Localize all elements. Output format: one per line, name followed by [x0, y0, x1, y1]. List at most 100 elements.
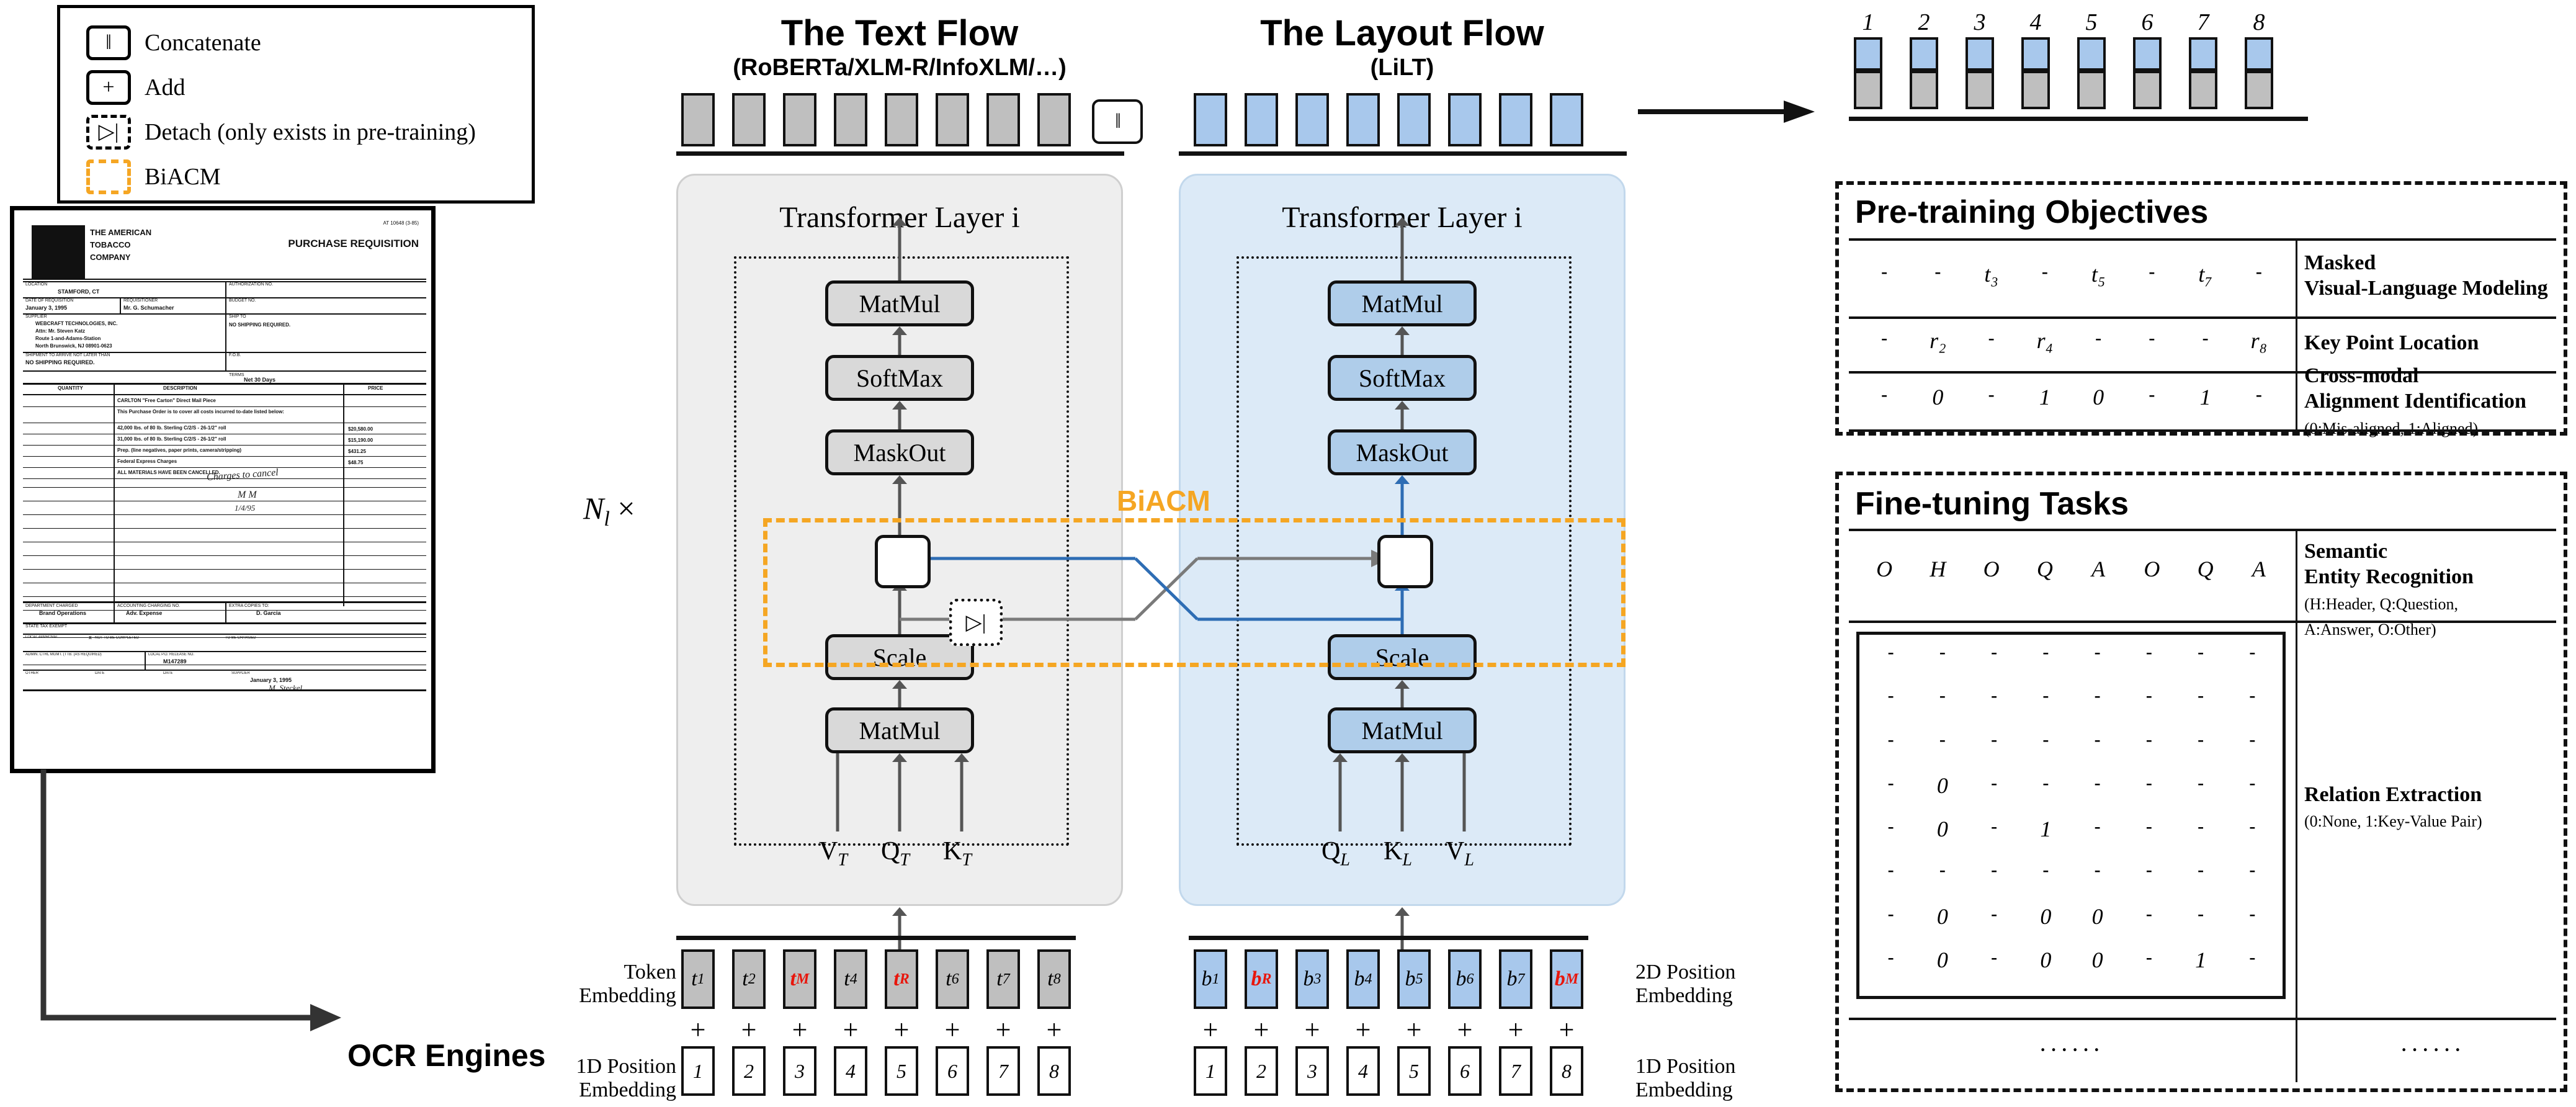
re-cell-r1-c2: - — [1939, 642, 1946, 662]
doc-text: STATE TAX EXEMPT — [25, 624, 68, 629]
doc-text: TO BE CHARGED — [225, 636, 256, 640]
pretraining-objectives-panel — [1835, 181, 2567, 436]
doc-rule — [23, 596, 426, 597]
legend-glyph-concatenate-icon: ‖ — [86, 25, 131, 60]
pretrain-cell-r2-c1: - — [1881, 328, 1888, 348]
bar-number-8: 8 — [2253, 9, 2265, 35]
re-cell-r5-c3: - — [1991, 816, 1998, 836]
bar-bottom-1 — [1854, 71, 1882, 109]
doc-text: CARLTON "Free Carton" Direct Mail Piece — [117, 398, 216, 403]
doc-text: DEPARTMENT CHARGED — [25, 604, 78, 608]
doc-rule — [23, 478, 426, 479]
re-cell-r7-c5: 0 — [2091, 903, 2103, 929]
re-cell-r3-c8: - — [2249, 728, 2256, 750]
doc-text: LOCAL P.O. RELEASE NO. — [148, 653, 195, 657]
add-node-layout — [1377, 535, 1433, 588]
bar-top-3 — [1966, 37, 1994, 71]
finetuning-tasks-panel — [1835, 472, 2567, 1092]
doc-rule — [114, 383, 115, 606]
doc-rule — [23, 370, 426, 372]
ser-cell-3: O — [1983, 557, 2000, 581]
position-cell-layout-4: 4 — [1346, 1046, 1380, 1096]
input-V-text: VT — [819, 837, 847, 870]
doc-text: January 3, 1995 — [25, 305, 68, 311]
bar-number-7: 7 — [2197, 9, 2209, 35]
bar-top-7 — [2189, 37, 2217, 71]
input-K-text: KT — [943, 837, 972, 870]
doc-text: OTHER — [25, 671, 38, 675]
pretrain-cell-r2-c3: - — [1988, 328, 1995, 348]
doc-text: QUANTITY — [58, 385, 83, 391]
doc-text: DATE — [95, 671, 105, 675]
doc-rule — [23, 622, 426, 624]
ocr-engines-label: OCR Engines — [347, 1038, 546, 1073]
add-node-text — [875, 535, 931, 588]
re-cell-r4-c4: - — [2042, 772, 2049, 793]
re-cell-r5-c4: 1 — [2040, 817, 2052, 841]
doc-text: DATE — [163, 671, 173, 675]
position-cell-layout-7: 7 — [1499, 1046, 1532, 1096]
document-sheet: THE AMERICAN TOBACCO COMPANY AT 10648 (3… — [20, 217, 426, 763]
op-maskout-layout: MaskOut — [1328, 429, 1477, 475]
re-cell-r8-c1: - — [1887, 946, 1894, 967]
pretrain-cell-r2-c6: - — [2149, 328, 2155, 348]
doc-rule — [23, 514, 426, 515]
re-cell-r7-c7: - — [2198, 903, 2204, 924]
plus-sign-layout-4: + — [1355, 1015, 1371, 1045]
re-cell-r1-c1: - — [1887, 642, 1894, 662]
re-cell-r4-c8: - — [2249, 772, 2256, 793]
output-text-token — [681, 93, 715, 146]
re-cell-r7-c4: 0 — [2040, 903, 2052, 929]
position-cell-text-6: 6 — [936, 1046, 969, 1096]
legend-item-label: Detach (only exists in pre-training) — [145, 119, 476, 145]
re-cell-r8-c3: - — [1991, 946, 1998, 967]
output-text-token — [885, 93, 918, 146]
pretraining-title: Pre-training Objectives — [1855, 194, 2209, 230]
output-layout-token — [1295, 93, 1329, 146]
re-cell-r8-c2: 0 — [1936, 947, 1948, 972]
doc-text: This Purchase Order is to cover all cost… — [117, 409, 284, 415]
re-cell-r3-c7: - — [2198, 728, 2204, 750]
re-cell-r3-c3: - — [1991, 728, 1998, 750]
re-ellipsis-right: ······ — [2400, 1036, 2464, 1064]
doc-text: SUPPLIER — [231, 671, 250, 675]
doc-rule — [23, 279, 426, 280]
bar-top-2 — [1910, 37, 1938, 71]
pretrain-cell-r1-c5: t₅ — [2091, 262, 2106, 287]
re-cell-r1-c7: - — [2198, 642, 2204, 662]
re-cell-r8-c8: - — [2249, 946, 2256, 967]
doc-rule — [23, 456, 426, 457]
re-cell-r1-c5: - — [2094, 642, 2101, 662]
pretrain-task-name-2: Key Point Location — [2304, 331, 2479, 354]
re-ellipsis-left: ······ — [2039, 1036, 2103, 1064]
legend-box: ‖Concatenate+Add▷|Detach (only exists in… — [57, 5, 535, 204]
pretrain-cell-r3-c4: 1 — [2039, 385, 2051, 410]
pretrain-cell-r1-c7: t₇ — [2198, 262, 2212, 287]
bar-number-5: 5 — [2085, 9, 2098, 35]
bar-bottom-2 — [1910, 71, 1938, 109]
doc-text: Prep. (line negatives, paper prints, cam… — [117, 447, 242, 453]
doc-rule — [225, 352, 226, 370]
re-cell-r2-c1: - — [1887, 685, 1894, 706]
input-K-layout: KL — [1384, 837, 1412, 870]
pretrain-vr — [2296, 238, 2297, 429]
pretrain-cell-r3-c2: 0 — [1932, 385, 1944, 410]
re-cell-r5-c8: - — [2249, 816, 2256, 836]
pretrain-row-rule — [1849, 371, 2556, 374]
position-cell-layout-6: 6 — [1448, 1046, 1482, 1096]
output-layout-token — [1194, 93, 1227, 146]
plus-sign-layout-5: + — [1406, 1015, 1422, 1045]
doc-rule — [23, 555, 426, 556]
doc-text: Attn: Mr. Steven Katz — [35, 328, 86, 334]
input-V-layout: VL — [1446, 837, 1474, 870]
re-cell-r2-c6: - — [2145, 685, 2152, 706]
pretrain-cell-r1-c2: - — [1934, 261, 1941, 282]
re-cell-r5-c6: - — [2145, 816, 2152, 836]
bar-bottom-7 — [2189, 71, 2217, 109]
detach-node: ▷| — [949, 599, 1003, 646]
